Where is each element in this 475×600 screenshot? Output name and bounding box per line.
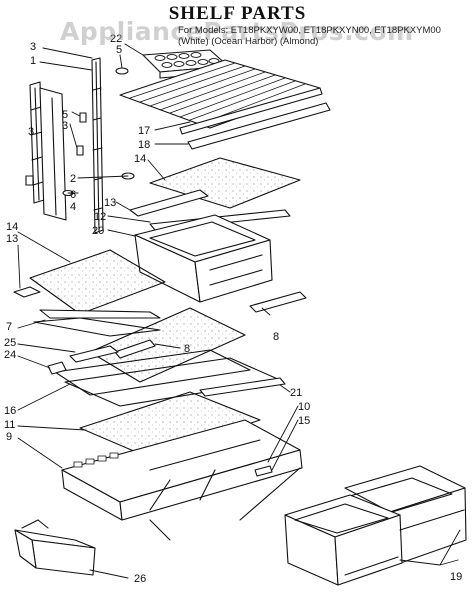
model-line-2: (White) (Ocean Harbor) (Almond)	[178, 36, 319, 47]
callout-2: 2	[70, 173, 76, 185]
callout-17: 17	[138, 125, 150, 137]
callout-13: 13	[6, 233, 18, 245]
callout-22: 22	[110, 33, 122, 45]
callout-15: 15	[298, 415, 310, 427]
model-numbers: For Models: ET18PKXYW00, ET18PKXYN00, ET…	[178, 25, 468, 47]
callout-labels: 22 5 3 1 5 3 3 2 6 4 17 18 14 13 12 20 1…	[4, 33, 462, 585]
wire-shelf	[119, 59, 331, 150]
callout-16: 16	[4, 405, 16, 417]
callout-18: 18	[138, 139, 150, 151]
crisper-cover	[61, 419, 303, 541]
model-line-1: For Models: ET18PKXYW00, ET18PKXYN00, ET…	[178, 25, 441, 36]
callout-5: 5	[116, 44, 122, 56]
callout-3: 3	[62, 120, 68, 132]
callout-24: 24	[4, 349, 16, 361]
shelf-ladder-rail-rear	[91, 57, 104, 234]
callout-14: 14	[6, 221, 18, 233]
callout-9: 9	[6, 431, 12, 443]
glass-shelf-center	[47, 307, 251, 396]
callout-11: 11	[4, 419, 15, 431]
callout-4: 4	[70, 201, 76, 213]
leader-lines	[17, 43, 461, 579]
door-bin	[14, 519, 96, 576]
callout-1: 1	[30, 55, 36, 67]
callout-20: 20	[92, 225, 104, 237]
callout-6: 6	[70, 189, 76, 201]
callout-13: 13	[104, 197, 116, 209]
glass-shelf-lower	[64, 357, 286, 459]
callout-3: 3	[28, 126, 34, 138]
callout-10: 10	[298, 401, 310, 413]
shelf-ladder-rail-front	[29, 81, 67, 221]
callout-14: 14	[134, 153, 146, 165]
callout-7: 7	[6, 321, 12, 333]
callout-26: 26	[134, 573, 146, 585]
page-title: SHELF PARTS	[168, 3, 307, 24]
meat-drawer	[134, 214, 273, 303]
callout-21: 21	[290, 387, 302, 399]
callout-8: 8	[184, 343, 190, 355]
rail-8-upper	[249, 291, 307, 313]
callout-5: 5	[62, 109, 68, 121]
callout-3: 3	[30, 41, 36, 53]
callout-19: 19	[450, 571, 462, 583]
callout-12: 12	[94, 211, 106, 223]
watermark: AppliancePartsPros.com	[60, 17, 414, 46]
callout-25: 25	[4, 337, 16, 349]
callout-8: 8	[273, 331, 279, 343]
crisper-drawers	[284, 465, 467, 586]
